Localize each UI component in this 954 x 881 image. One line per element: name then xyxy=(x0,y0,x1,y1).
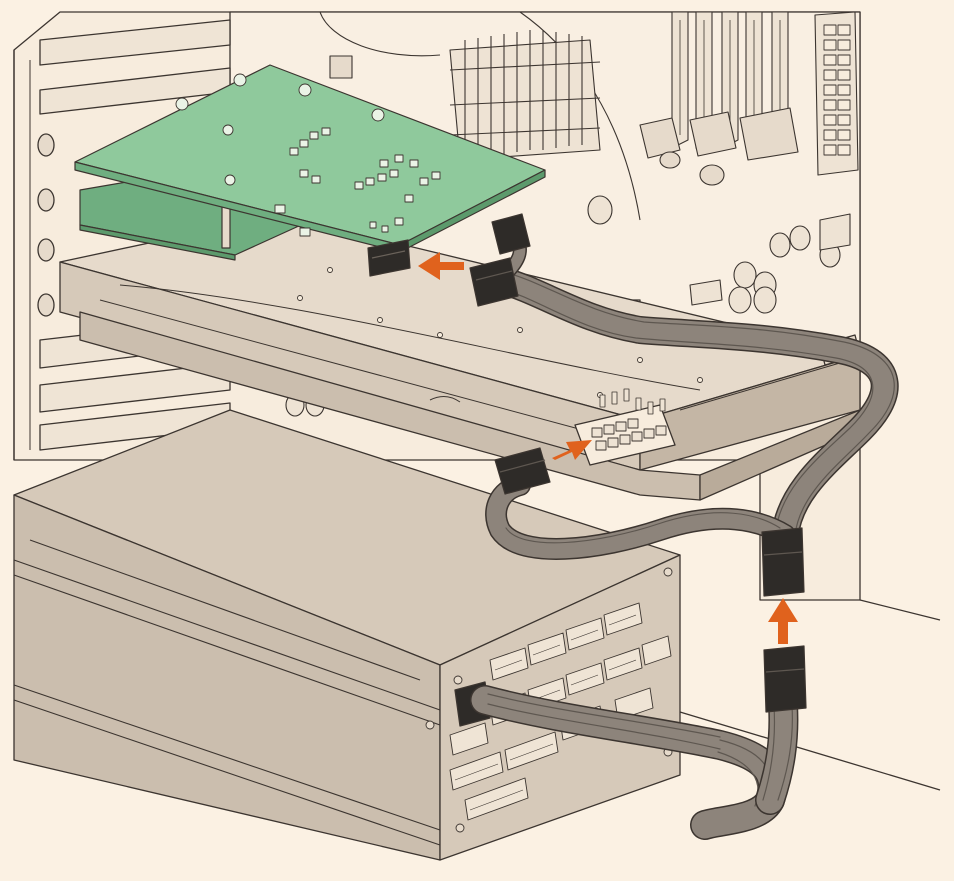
graphics-card xyxy=(59,214,861,501)
junction-upper-connector xyxy=(761,527,805,597)
cable-connectors xyxy=(469,213,807,713)
arrow-to-gpu-power xyxy=(552,440,592,460)
ram-latches xyxy=(639,107,799,186)
motherboard-components xyxy=(285,11,859,417)
auxiliary-plug xyxy=(491,213,531,255)
gpu-power-plug xyxy=(494,447,551,495)
psu-cable-harness xyxy=(470,685,788,840)
vertical-cable-to-junction xyxy=(755,690,799,815)
junction-lower-connector xyxy=(763,645,807,713)
gpu-power-socket xyxy=(574,388,676,466)
instruction-arrows xyxy=(418,252,798,644)
atx-24pin-connector xyxy=(814,11,859,176)
capture-card xyxy=(74,64,546,277)
gpu-capture-cable-harness xyxy=(485,228,899,560)
capture-card-power-socket xyxy=(367,239,411,277)
arrow-cable-joint xyxy=(768,598,798,644)
rear-bracket-screws xyxy=(37,133,55,317)
pcb-components xyxy=(175,73,441,237)
chipset-heatsink xyxy=(329,30,601,161)
arrow-to-capture-card-power xyxy=(418,252,464,280)
power-cables xyxy=(470,228,899,840)
capture-card-power-plug xyxy=(469,257,519,307)
